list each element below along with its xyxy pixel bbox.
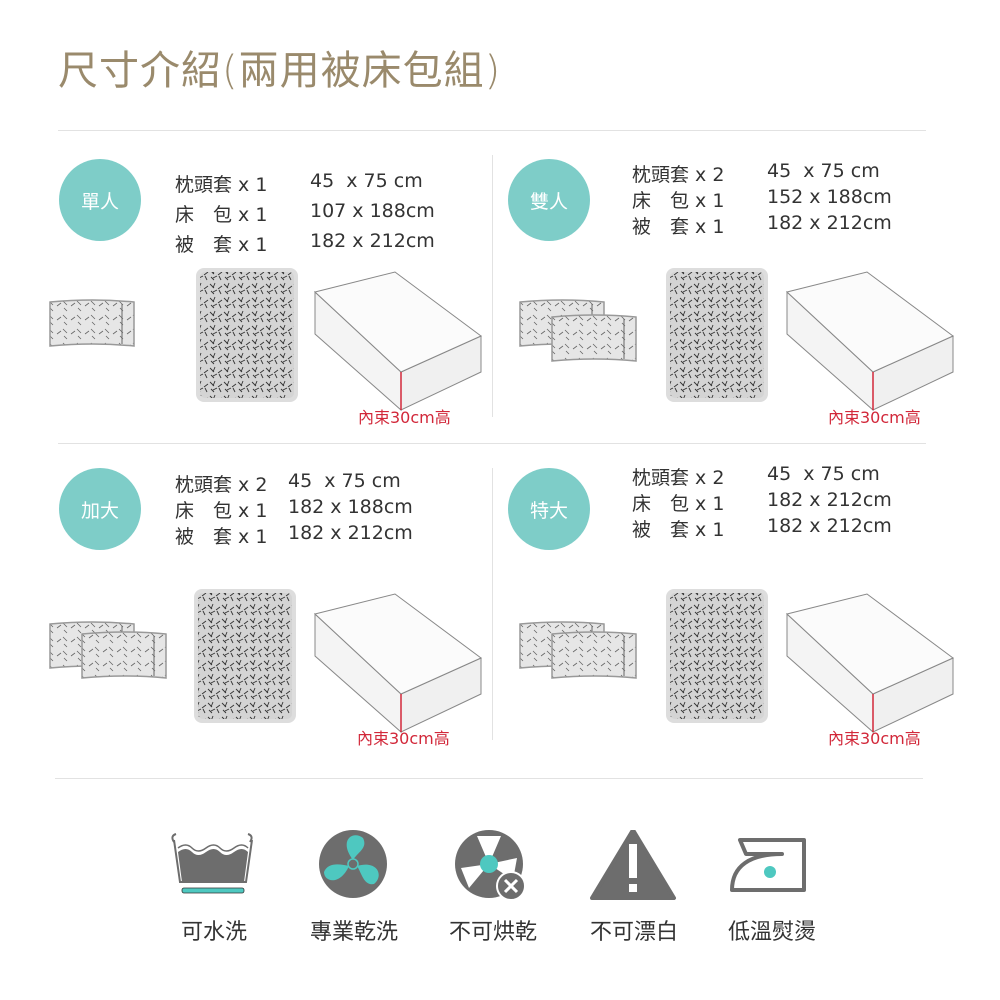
- spec-row: 被 套 x 1 182 x 212cm: [175, 522, 413, 548]
- spec-item: 枕頭套 x 2: [175, 474, 268, 496]
- spec-row: 枕頭套 x 2 45 x 75 cm: [632, 160, 892, 186]
- divider: [492, 155, 493, 417]
- pillowcase-illustration: [49, 299, 135, 347]
- elastic-depth-note: 內束30cm高: [358, 408, 451, 427]
- pillowcase-illustration: [81, 631, 167, 679]
- elastic-depth-note: 內束30cm高: [828, 729, 921, 748]
- spec-dimension: 45 x 75 cm: [288, 470, 401, 492]
- no-tumble-dry-icon: [455, 830, 526, 901]
- fitted-sheet-illustration: [313, 593, 482, 734]
- spec-dimension: 182 x 212cm: [767, 515, 892, 537]
- divider: [55, 778, 923, 779]
- fitted-sheet-illustration: [313, 271, 482, 412]
- spec-row: 床 包 x 1 182 x 188cm: [175, 496, 413, 522]
- spec-list: 枕頭套 x 2 45 x 75 cm 床 包 x 1 152 x 188cm 被 套 x…: [632, 160, 892, 238]
- duvet-cover-illustration: [666, 589, 768, 723]
- spec-dimension: 182 x 212cm: [310, 230, 435, 252]
- spec-row: 被 套 x 1 182 x 212cm: [632, 515, 892, 541]
- care-label: 專業乾洗: [309, 920, 398, 945]
- spec-item: 被 套 x 1: [632, 519, 725, 541]
- spec-list: 枕頭套 x 2 45 x 75 cm 床 包 x 1 182 x 188cm 被 套 x…: [175, 470, 413, 548]
- size-badge: 雙人: [508, 159, 590, 241]
- spec-row: 床 包 x 1 182 x 212cm: [632, 489, 892, 515]
- duvet-cover-illustration: [194, 589, 296, 723]
- spec-item: 床 包 x 1: [175, 500, 268, 522]
- page-title: 尺寸介紹(兩用被床包組): [58, 48, 502, 94]
- spec-item: 枕頭套 x 2: [632, 164, 725, 186]
- spec-item: 被 套 x 1: [175, 234, 268, 256]
- spec-item: 枕頭套 x 1: [175, 174, 268, 196]
- spec-dimension: 182 x 212cm: [288, 522, 413, 544]
- pillowcase-illustration: [551, 631, 637, 679]
- care-label: 可水洗: [180, 920, 247, 945]
- size-badge: 單人: [59, 159, 141, 241]
- pillowcase-illustration: [551, 314, 637, 362]
- spec-dimension: 45 x 75 cm: [310, 170, 423, 192]
- spec-item: 床 包 x 1: [632, 493, 725, 515]
- spec-row: 枕頭套 x 2 45 x 75 cm: [632, 463, 892, 489]
- spec-item: 枕頭套 x 2: [632, 467, 725, 489]
- elastic-depth-note: 內束30cm高: [357, 729, 450, 748]
- care-label: 不可漂白: [589, 920, 678, 945]
- spec-dimension: 107 x 188cm: [310, 200, 435, 222]
- care-label: 不可烘乾: [448, 920, 537, 945]
- spec-dimension: 182 x 212cm: [767, 489, 892, 511]
- spec-dimension: 45 x 75 cm: [767, 160, 880, 182]
- spec-row: 被 套 x 1 182 x 212cm: [632, 212, 892, 238]
- spec-dimension: 45 x 75 cm: [767, 463, 880, 485]
- washable-icon: [171, 833, 253, 894]
- duvet-cover-illustration: [666, 268, 768, 402]
- spec-list: 枕頭套 x 1 45 x 75 cm 床 包 x 1 107 x 188cm 被 套 x…: [175, 170, 435, 260]
- spec-dimension: 152 x 188cm: [767, 186, 892, 208]
- spec-row: 被 套 x 1 182 x 212cm: [175, 230, 435, 260]
- duvet-cover-illustration: [196, 268, 298, 402]
- spec-row: 床 包 x 1 152 x 188cm: [632, 186, 892, 212]
- fitted-sheet-illustration: [785, 271, 954, 412]
- low-iron-icon: [730, 838, 806, 892]
- spec-item: 床 包 x 1: [175, 204, 268, 226]
- spec-dimension: 182 x 212cm: [767, 212, 892, 234]
- fitted-sheet-illustration: [785, 593, 954, 734]
- divider: [58, 443, 926, 444]
- spec-row: 枕頭套 x 1 45 x 75 cm: [175, 170, 435, 200]
- spec-row: 床 包 x 1 107 x 188cm: [175, 200, 435, 230]
- spec-item: 被 套 x 1: [175, 526, 268, 548]
- care-label: 低溫熨燙: [727, 920, 816, 945]
- dry-clean-icon: [319, 830, 387, 898]
- spec-item: 被 套 x 1: [632, 216, 725, 238]
- divider: [492, 468, 493, 740]
- size-badge: 加大: [59, 468, 141, 550]
- no-bleach-icon: [590, 830, 676, 900]
- size-badge: 特大: [508, 468, 590, 550]
- spec-row: 枕頭套 x 2 45 x 75 cm: [175, 470, 413, 496]
- spec-item: 床 包 x 1: [632, 190, 725, 212]
- elastic-depth-note: 內束30cm高: [828, 408, 921, 427]
- spec-dimension: 182 x 188cm: [288, 496, 413, 518]
- divider: [58, 130, 926, 131]
